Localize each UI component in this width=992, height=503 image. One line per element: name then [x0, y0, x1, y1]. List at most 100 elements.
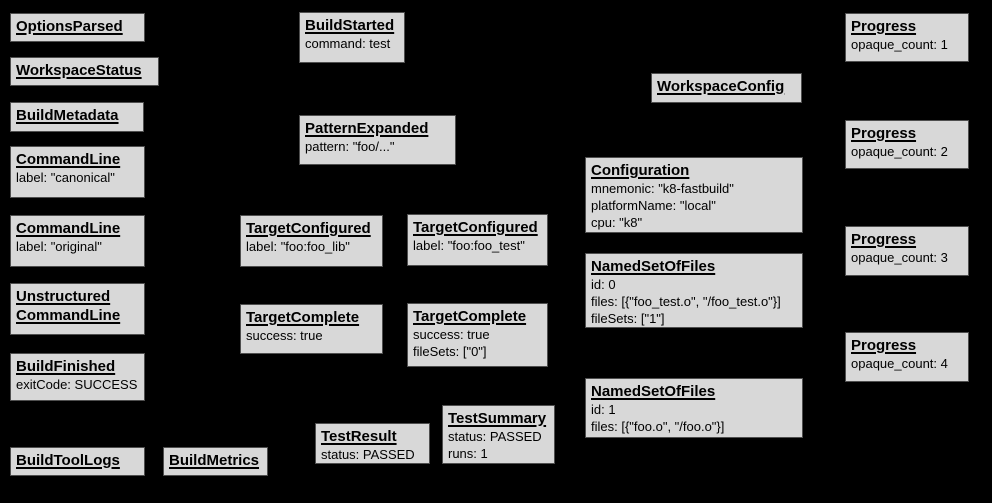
- node-attribute-group: success: true fileSets: ["0"]: [413, 326, 542, 360]
- node-progress-4: Progress opaque_count: 4: [845, 332, 969, 382]
- node-attribute-group: opaque_count: 3: [851, 249, 963, 266]
- node-build-metrics: BuildMetrics: [163, 447, 268, 476]
- node-title-group: PatternExpanded: [305, 119, 450, 138]
- node-title-group: TestResult: [321, 427, 424, 446]
- node-title-group: TargetConfigured: [246, 219, 377, 238]
- node-attribute-group: label: "foo:foo_lib": [246, 238, 377, 255]
- node-target-complete-foo-lib: TargetComplete success: true: [240, 304, 383, 354]
- node-title-group: TargetConfigured: [413, 218, 542, 237]
- node-progress-3: Progress opaque_count: 3: [845, 226, 969, 276]
- node-title-group: TestSummary: [448, 409, 549, 428]
- node-title: BuildMetadata: [16, 107, 119, 124]
- node-named-set-of-files-1: NamedSetOfFiles id: 1 files: [{"foo.o", "…: [585, 378, 803, 438]
- node-title: WorkspaceStatus: [16, 62, 142, 79]
- node-title: CommandLine: [16, 307, 121, 324]
- node-progress-2: Progress opaque_count: 2: [845, 120, 969, 169]
- node-title: NamedSetOfFiles: [591, 258, 716, 275]
- node-attribute-group: opaque_count: 4: [851, 355, 963, 372]
- node-attribute-group: status: PASSED runs: 1: [448, 428, 549, 462]
- node-target-complete-foo-test: TargetComplete success: true fileSets: ["…: [407, 303, 548, 367]
- node-title-group: Configuration: [591, 161, 797, 180]
- node-title-group: BuildStarted: [305, 16, 399, 35]
- node-title: CommandLine: [16, 151, 121, 168]
- node-test-result: TestResult status: PASSED: [315, 423, 430, 464]
- node-attribute: runs: 1: [448, 446, 488, 461]
- node-test-summary: TestSummary status: PASSED runs: 1: [442, 405, 555, 464]
- node-build-finished: BuildFinished exitCode: SUCCESS: [10, 353, 145, 401]
- node-attribute: label: "foo:foo_lib": [246, 239, 350, 254]
- node-configuration: Configuration mnemonic: "k8-fastbuild" pl…: [585, 157, 803, 233]
- node-title-group: Progress: [851, 124, 963, 143]
- node-title: NamedSetOfFiles: [591, 383, 716, 400]
- node-build-tool-logs: BuildToolLogs: [10, 447, 145, 476]
- node-attribute: exitCode: SUCCESS: [16, 377, 138, 392]
- node-attribute: cpu: "k8": [591, 215, 643, 230]
- node-title-group: TargetComplete: [246, 308, 377, 327]
- node-title: Progress: [851, 337, 917, 354]
- node-attribute: files: [{"foo.o", "/foo.o"}]: [591, 419, 725, 434]
- node-attribute: mnemonic: "k8-fastbuild": [591, 181, 734, 196]
- node-title: Progress: [851, 18, 917, 35]
- node-attribute: label: "foo:foo_test": [413, 238, 525, 253]
- node-title: TestResult: [321, 428, 397, 445]
- node-attribute-group: mnemonic: "k8-fastbuild" platformName: "l…: [591, 180, 797, 231]
- node-title: BuildMetrics: [169, 452, 260, 469]
- node-title-group: WorkspaceStatus: [16, 61, 153, 80]
- node-workspace-status: WorkspaceStatus: [10, 57, 159, 86]
- node-command-line-canonical: CommandLine label: "canonical": [10, 146, 145, 198]
- node-attribute: id: 1: [591, 402, 616, 417]
- node-attribute: fileSets: ["1"]: [591, 311, 665, 326]
- node-title: BuildToolLogs: [16, 452, 120, 469]
- node-attribute: platformName: "local": [591, 198, 716, 213]
- node-attribute-group: opaque_count: 2: [851, 143, 963, 160]
- node-title: OptionsParsed: [16, 18, 123, 35]
- node-attribute: status: PASSED: [321, 447, 415, 462]
- node-attribute: opaque_count: 4: [851, 356, 948, 371]
- node-command-line-original: CommandLine label: "original": [10, 215, 145, 267]
- node-attribute: success: true: [413, 327, 490, 342]
- node-title-group: CommandLine: [16, 219, 139, 238]
- node-attribute: command: test: [305, 36, 391, 51]
- node-title: BuildStarted: [305, 17, 395, 34]
- node-pattern-expanded: PatternExpanded pattern: "foo/...": [299, 115, 456, 165]
- node-title-group: TargetComplete: [413, 307, 542, 326]
- node-title: Configuration: [591, 162, 690, 179]
- node-title: Unstructured: [16, 288, 111, 305]
- node-progress-1: Progress opaque_count: 1: [845, 13, 969, 62]
- node-title: Progress: [851, 231, 917, 248]
- node-title: TestSummary: [448, 410, 547, 427]
- node-attribute-group: command: test: [305, 35, 399, 52]
- node-title: WorkspaceConfig: [657, 78, 785, 95]
- node-title: TargetComplete: [246, 309, 360, 326]
- node-title: Progress: [851, 125, 917, 142]
- node-title-group: CommandLine: [16, 150, 139, 169]
- node-attribute: label: "original": [16, 239, 102, 254]
- node-attribute: files: [{"foo_test.o", "/foo_test.o"}]: [591, 294, 781, 309]
- node-title-group: BuildFinished: [16, 357, 139, 376]
- node-attribute: pattern: "foo/...": [305, 139, 395, 154]
- node-attribute-group: exitCode: SUCCESS: [16, 376, 139, 393]
- node-attribute-group: success: true: [246, 327, 377, 344]
- node-workspace-config: WorkspaceConfig: [651, 73, 802, 103]
- node-attribute-group: label: "canonical": [16, 169, 139, 186]
- node-title: TargetConfigured: [413, 219, 538, 236]
- node-attribute: status: PASSED: [448, 429, 542, 444]
- node-title-group: Progress: [851, 17, 963, 36]
- node-title-group: NamedSetOfFiles: [591, 382, 797, 401]
- node-title: CommandLine: [16, 220, 121, 237]
- node-attribute: success: true: [246, 328, 323, 343]
- node-attribute: opaque_count: 1: [851, 37, 948, 52]
- node-attribute-group: label: "original": [16, 238, 139, 255]
- node-build-metadata: BuildMetadata: [10, 102, 144, 132]
- node-attribute: fileSets: ["0"]: [413, 344, 487, 359]
- node-title: TargetComplete: [413, 308, 527, 325]
- node-title-group: NamedSetOfFiles: [591, 257, 797, 276]
- node-title-group: WorkspaceConfig: [657, 77, 796, 96]
- node-attribute-group: opaque_count: 1: [851, 36, 963, 53]
- node-title-group: Progress: [851, 230, 963, 249]
- node-attribute-group: label: "foo:foo_test": [413, 237, 542, 254]
